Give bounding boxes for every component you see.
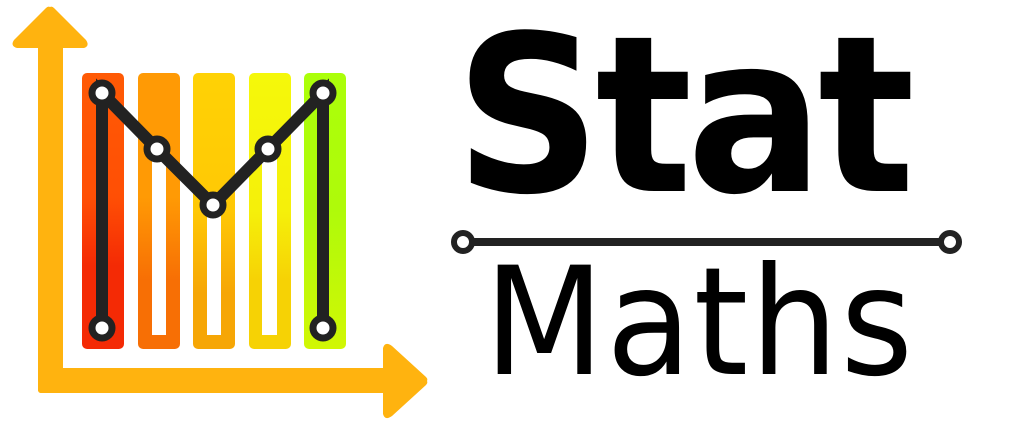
divider-line	[446, 226, 970, 260]
logo-title-stat: Stat	[455, 0, 915, 243]
logo-icon	[0, 0, 440, 426]
axes	[12, 6, 428, 419]
bar-line-chart-icon	[12, 6, 428, 419]
trend-line	[88, 78, 337, 342]
logo-title-maths: Maths	[484, 236, 915, 410]
